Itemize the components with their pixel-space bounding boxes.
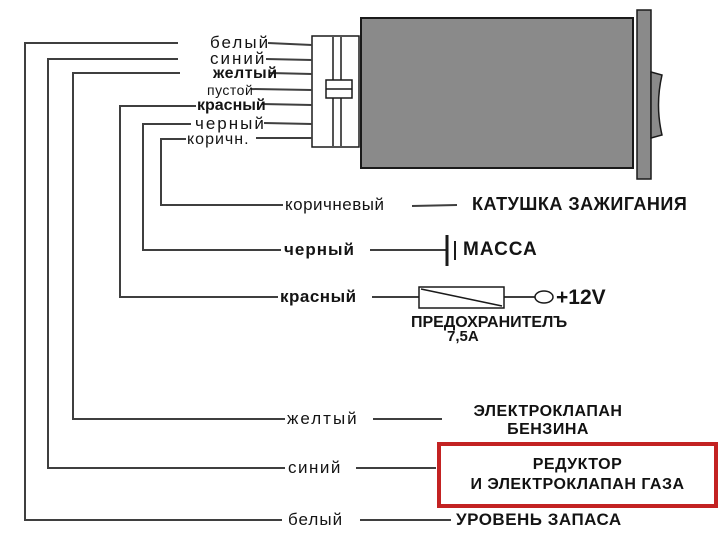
- fuse-name-label: ПРЕДОХРАНИТЕЛЪ: [411, 314, 568, 331]
- line-brown-to-coil: [411, 204, 458, 207]
- wire-route-white: [24, 42, 282, 521]
- gas-reducer-highlight-box: РЕДУКТОР И ЭЛЕКТРОКЛАПАН ГАЗА: [437, 442, 718, 508]
- target-label-ground: МАССА: [463, 239, 538, 260]
- fuse-rating-label: 7,5А: [447, 328, 479, 345]
- fuse-icon: [418, 286, 505, 309]
- pin-label-brown: коричн.: [187, 131, 250, 148]
- row-target-lines: [356, 204, 535, 521]
- target-label-reserve-level: УРОВЕНЬ ЗАПАСА: [456, 510, 622, 529]
- target-label-12v: +12V: [556, 286, 606, 309]
- petrol-valve-line2: БЕНЗИНА: [507, 421, 589, 438]
- pin-label-empty: пустой: [207, 82, 254, 98]
- wire-routes: [24, 42, 285, 521]
- petrol-valve-line1: ЭЛЕКТРОКЛАПАН: [473, 403, 623, 420]
- gas-reducer-line1: РЕДУКТОР: [532, 456, 623, 473]
- wire-route-blue: [47, 58, 285, 469]
- switch-mount-flange: [636, 9, 652, 180]
- wire-label-blue: синий: [288, 458, 342, 477]
- pin-label-black: черный: [195, 114, 266, 133]
- ground-icon: [445, 235, 456, 266]
- wire-label-yellow: желтый: [287, 409, 359, 428]
- gas-reducer-line2: И ЭЛЕКТРОКЛАПАН ГАЗА: [470, 476, 685, 493]
- wire-route-yellow: [72, 72, 285, 420]
- wire-label-white: белый: [288, 510, 344, 529]
- switch-knob: [650, 71, 663, 139]
- target-label-ignition-coil: КАТУШКА ЗАЖИГАНИЯ: [472, 194, 688, 214]
- wire-label-black: черный: [284, 240, 355, 259]
- pin-label-white: белый: [210, 33, 271, 52]
- wire-label-brown: коричневый: [285, 195, 385, 214]
- switch-device-body: [360, 17, 634, 169]
- wire-route-red: [119, 105, 278, 298]
- wire-route-brown: [160, 138, 283, 206]
- pin-label-yellow: желтый: [213, 65, 278, 82]
- pin-stub-lines: [250, 42, 313, 139]
- pin-label-blue: синий: [210, 49, 267, 68]
- target-label-petrol-valve: ЭЛЕКТРОКЛАПАН БЕНЗИНА: [448, 403, 648, 439]
- wire-label-red: красный: [280, 287, 357, 306]
- wire-route-black: [142, 123, 281, 251]
- pin-label-red: красный: [197, 97, 266, 114]
- power-terminal-icon: [534, 290, 554, 304]
